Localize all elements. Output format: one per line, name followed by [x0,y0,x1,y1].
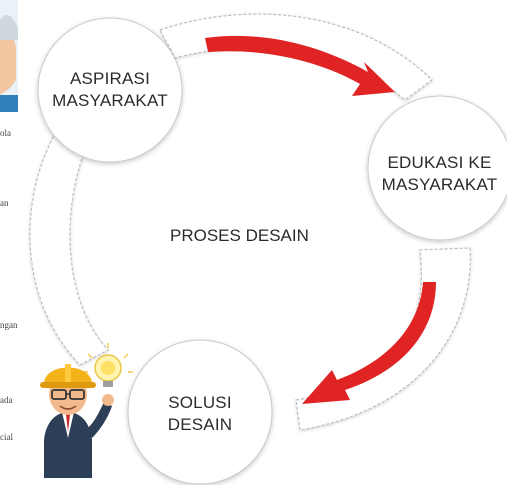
arrow-edukasi-to-solusi [302,282,436,404]
node-edukasi-ke-masyarakat: EDUKASI KE MASYARAKAT [372,152,507,196]
cropped-text-fragment: an [0,198,9,208]
cycle-band-right [295,247,471,431]
node-label-line: ASPIRASI [69,69,151,88]
node-label-line: DESAIN [167,415,233,434]
cycle-band-left [29,131,109,366]
node-circle-edukasi [367,95,507,241]
node-solusi-desain: SOLUSI DESAIN [130,392,270,436]
cropped-text-fragment: ngan [0,320,18,330]
node-label-line: EDUKASI KE [387,153,492,172]
cropped-text-fragment: cial [0,432,13,442]
center-label: PROSES DESAIN [170,226,309,245]
node-label-line: SOLUSI [168,393,232,412]
engineer-with-lightbulb-illustration [40,343,133,478]
person-portrait-illustration [0,0,18,112]
node-circle-aspirasi [37,17,183,163]
node-label-line: MASYARAKAT [381,175,498,194]
cropped-text-fragment: ada [0,395,13,405]
node-label-line: MASYARAKAT [52,91,168,110]
cropped-text-fragment: ola [0,128,11,138]
node-circle-solusi [127,339,273,485]
arrow-aspirasi-to-edukasi [205,35,395,96]
node-aspirasi-masyarakat: ASPIRASI MASYARAKAT [40,68,180,112]
